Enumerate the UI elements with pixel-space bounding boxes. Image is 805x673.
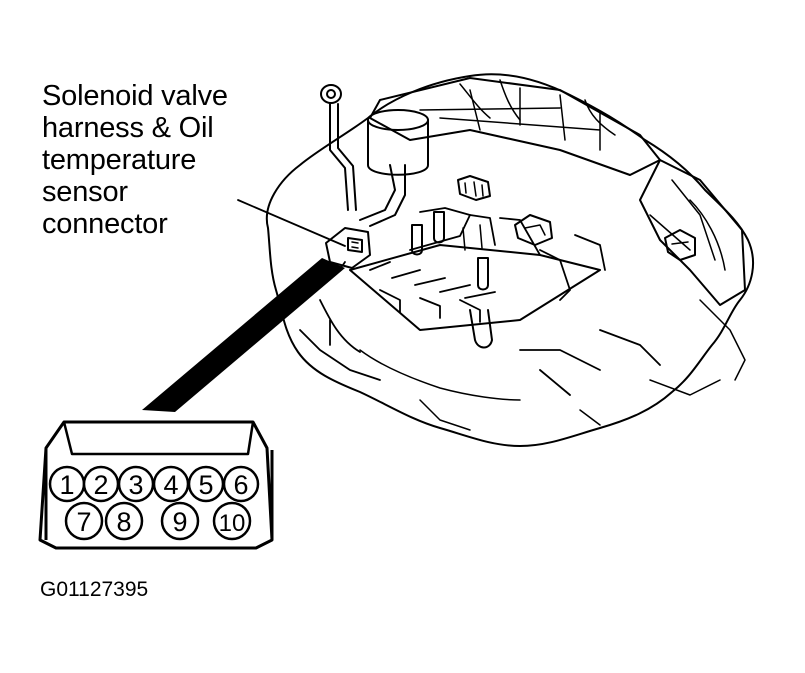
- speed-sensor: [514, 214, 553, 246]
- callout-line-1: Solenoid valve: [42, 80, 228, 112]
- pin-7-circle: [64, 501, 104, 541]
- pin-10-label: 10: [219, 510, 246, 537]
- pin-8-label: 8: [116, 507, 131, 537]
- pin-7-label: 7: [76, 507, 91, 537]
- pin-5-label: 5: [198, 470, 213, 500]
- pin-9-label: 9: [172, 507, 187, 537]
- pin-9-circle: [160, 501, 200, 541]
- transaxle-outline: [265, 73, 755, 447]
- pin-8-circle: [104, 501, 144, 541]
- callout-line-3: temperature: [42, 144, 197, 176]
- pin-6-circle: [222, 465, 260, 503]
- right-housing: [639, 159, 746, 306]
- detail-pointer: [142, 258, 345, 412]
- upper-housing: [369, 77, 661, 176]
- pin-2-label: 2: [93, 470, 108, 500]
- dipstick: [320, 84, 357, 211]
- valve-body: [299, 207, 661, 401]
- right-sensor: [664, 229, 696, 261]
- pin-6-label: 6: [233, 470, 248, 500]
- callout-line-5: connector: [42, 208, 168, 240]
- pin-4-label: 4: [163, 470, 178, 500]
- oil-filter: [359, 109, 429, 227]
- pin-1-label: 1: [59, 470, 74, 500]
- mounting-posts: [411, 211, 489, 291]
- callout-line-2: harness & Oil: [42, 112, 214, 144]
- callout-label: Solenoid valve harness & Oil temperature…: [42, 80, 302, 240]
- pin-3-label: 3: [128, 470, 143, 500]
- pin-10-circle: [212, 501, 252, 541]
- callout-line-4: sensor: [42, 176, 128, 208]
- callout-leader: [237, 199, 346, 247]
- top-connector: [457, 175, 491, 201]
- figure-id: G01127395: [40, 578, 149, 601]
